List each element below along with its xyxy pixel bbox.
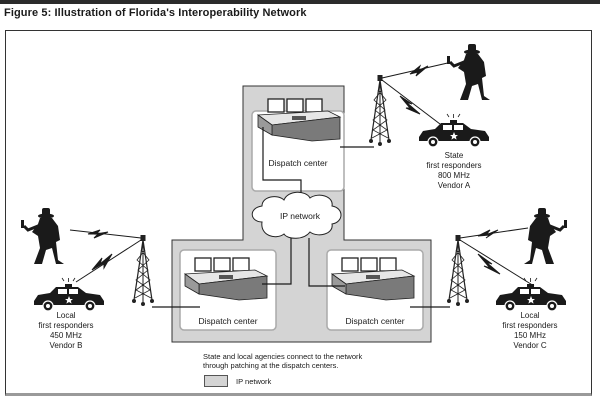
top-rule <box>0 0 600 4</box>
link-cloud-to-left <box>262 238 292 285</box>
police-car-local-b <box>33 277 105 312</box>
responder-type: State <box>444 151 464 160</box>
responder-type: Local <box>520 311 540 320</box>
legend-ip-network-label: IP network <box>236 377 272 386</box>
tower-local-c <box>446 234 470 307</box>
responder-vendor: Vendor B <box>49 341 83 350</box>
responder-vendor: Vendor C <box>513 341 547 350</box>
ip-network-cloud <box>251 191 342 239</box>
dispatch-center-right-label: Dispatch center <box>345 316 405 326</box>
dispatch-center-left-label: Dispatch center <box>198 316 258 326</box>
tower-local-b <box>131 234 155 307</box>
firefighter-local-b <box>19 206 66 266</box>
responder-frequency: 450 MHz <box>49 331 82 340</box>
note-line-1: State and local agencies connect to the … <box>203 352 363 361</box>
responder-label-state: State first responders 800 MHz Vendor A <box>414 151 494 191</box>
responder-role: first responders <box>426 161 482 170</box>
figure-title: Figure 5: Illustration of Florida's Inte… <box>4 7 307 19</box>
police-car-state <box>418 113 490 148</box>
responder-type: Local <box>56 311 76 320</box>
tower-state <box>368 74 392 147</box>
responder-role: first responders <box>502 321 558 330</box>
figure-note: State and local agencies connect to the … <box>203 352 362 370</box>
responder-label-local-c: Local first responders 150 MHz Vendor C <box>490 311 570 351</box>
responder-frequency: 800 MHz <box>437 171 470 180</box>
dispatch-center-top-label: Dispatch center <box>268 158 328 168</box>
link-top-to-cloud <box>262 127 302 203</box>
ip-network-cloud-label: IP network <box>279 211 320 221</box>
responder-frequency: 150 MHz <box>513 331 546 340</box>
legend-ip-network-swatch <box>204 375 228 387</box>
note-line-2: through patching at the dispatch centers… <box>203 361 339 370</box>
responder-role: first responders <box>38 321 94 330</box>
police-car-local-c <box>495 277 567 312</box>
firefighter-state <box>445 42 492 102</box>
responder-vendor: Vendor A <box>437 181 471 190</box>
firefighter-local-c <box>522 206 569 266</box>
radio-links <box>69 61 535 287</box>
responder-label-local-b: Local first responders 450 MHz Vendor B <box>26 311 106 351</box>
link-cloud-to-right <box>308 238 345 287</box>
